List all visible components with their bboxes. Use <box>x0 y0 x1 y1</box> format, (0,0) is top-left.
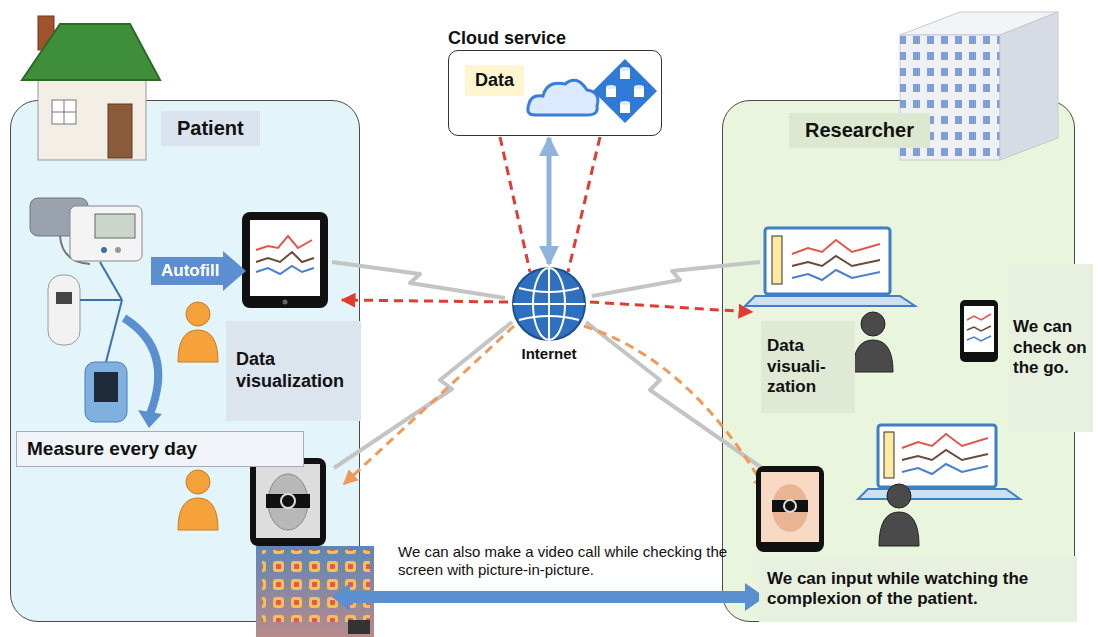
tablet-icon <box>242 212 328 308</box>
video-tablet <box>250 458 326 546</box>
researcher-person <box>853 312 919 546</box>
globe-label: Internet <box>505 345 593 362</box>
box-text: We can input while watching the complexi… <box>767 569 1069 610</box>
cloud-heading: Cloud service <box>448 26 662 50</box>
patient-person <box>178 302 218 530</box>
wireless-links <box>332 262 762 468</box>
measuring-devices <box>30 198 162 428</box>
data-tag: Data <box>465 65 524 96</box>
researcher-video-tablet <box>756 466 824 552</box>
note-box: We can input while watching the complexi… <box>759 556 1077 622</box>
cloud-database-icon <box>525 57 659 127</box>
note-box: We can check on the go. <box>1009 264 1093 432</box>
small-tablet <box>960 300 998 362</box>
autofill-arrow: Autofill <box>151 251 246 291</box>
internet-globe: Internet <box>505 266 593 362</box>
data-flow-lines <box>342 137 766 490</box>
building-icon <box>900 12 1058 160</box>
laptop-icon <box>745 228 1020 499</box>
note-box: Measure every day <box>16 431 304 467</box>
box-text: Data visualization <box>236 349 351 392</box>
connector-arrow <box>547 138 552 264</box>
box-text: Measure every day <box>27 438 293 461</box>
box-text: Data visuali- zation <box>767 336 849 397</box>
video-call-arrow <box>332 583 765 611</box>
cloud-service-box: Cloud serviceData <box>448 26 662 136</box>
note-text: We can also make a video call while chec… <box>398 543 738 579</box>
note-box: Data visualization <box>226 321 361 421</box>
panel-heading: Researcher <box>789 113 930 148</box>
box-text: We can check on the go. <box>1013 317 1089 378</box>
note-box: Data visuali- zation <box>761 321 855 413</box>
cloud-frame: Data <box>448 50 662 136</box>
house-icon <box>22 16 160 160</box>
globe-icon <box>511 266 587 342</box>
arrow-label: Autofill <box>151 251 246 291</box>
panel-heading: Patient <box>161 111 260 146</box>
